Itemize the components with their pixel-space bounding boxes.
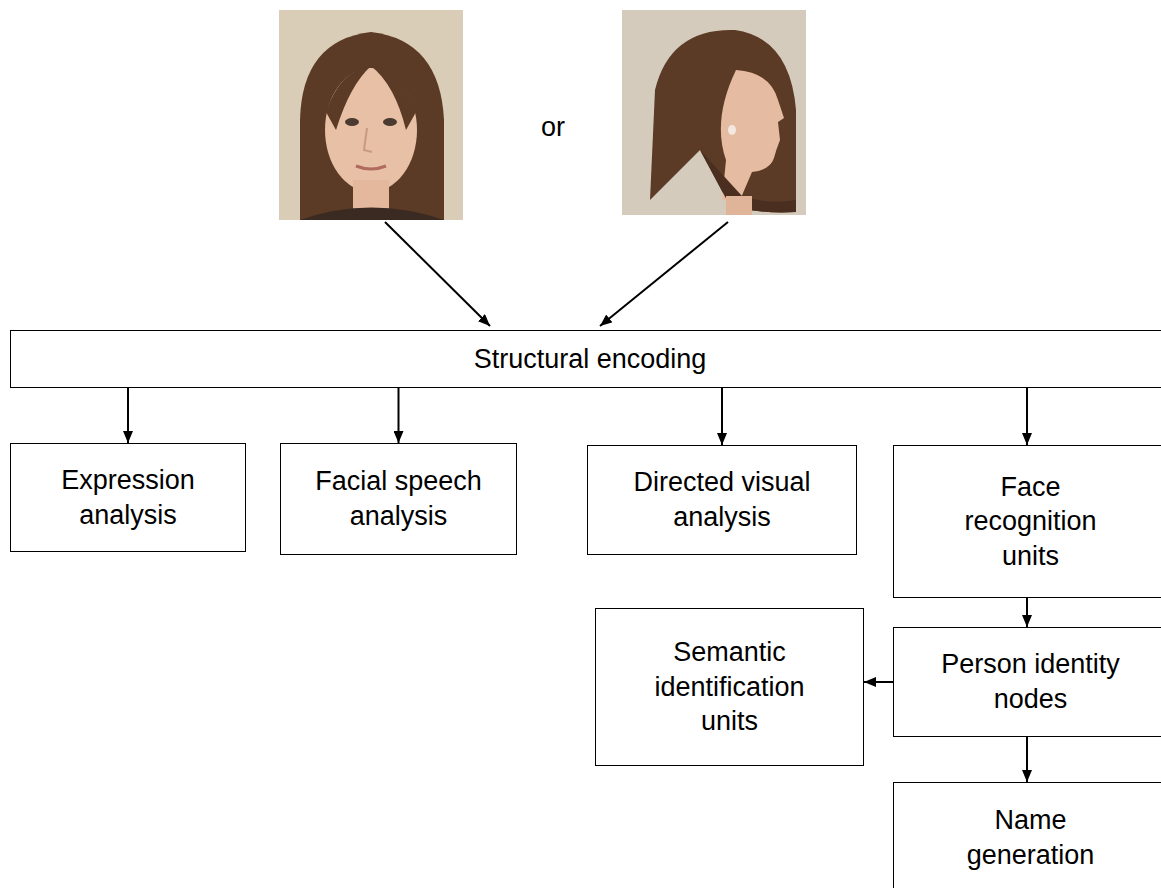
box-label: Face recognition units [941,470,1121,574]
connector-arrow [864,681,893,683]
photo-arrow [385,222,490,326]
connector-arrow [721,388,723,445]
process-box: Person identity nodes [893,627,1161,737]
profile-face-photo [622,10,806,215]
separator-label: or [541,112,565,143]
box-label: Directed visual analysis [607,465,837,534]
connector-arrow [1026,388,1028,445]
box-label: Structural encoding [474,342,707,377]
connector-arrow [127,388,129,443]
connector-arrow [1026,737,1028,782]
process-box: Expression analysis [10,443,246,552]
connector-arrow [1026,598,1028,627]
process-box: Face recognition units [893,445,1161,598]
process-box: Directed visual analysis [587,445,857,555]
front-face-photo [279,10,463,220]
box-label: Facial speech analysis [299,464,499,533]
process-box: Structural encoding [10,330,1161,388]
box-label: Expression analysis [28,463,228,532]
photo-arrow [600,222,728,326]
box-label: Name generation [931,803,1131,872]
process-box: Name generation [893,782,1161,888]
box-label: Person identity nodes [916,647,1146,716]
process-box: Semantic identification units [595,608,864,766]
connector-arrow [398,388,400,443]
process-box: Facial speech analysis [280,443,517,555]
box-label: Semantic identification units [630,635,830,739]
